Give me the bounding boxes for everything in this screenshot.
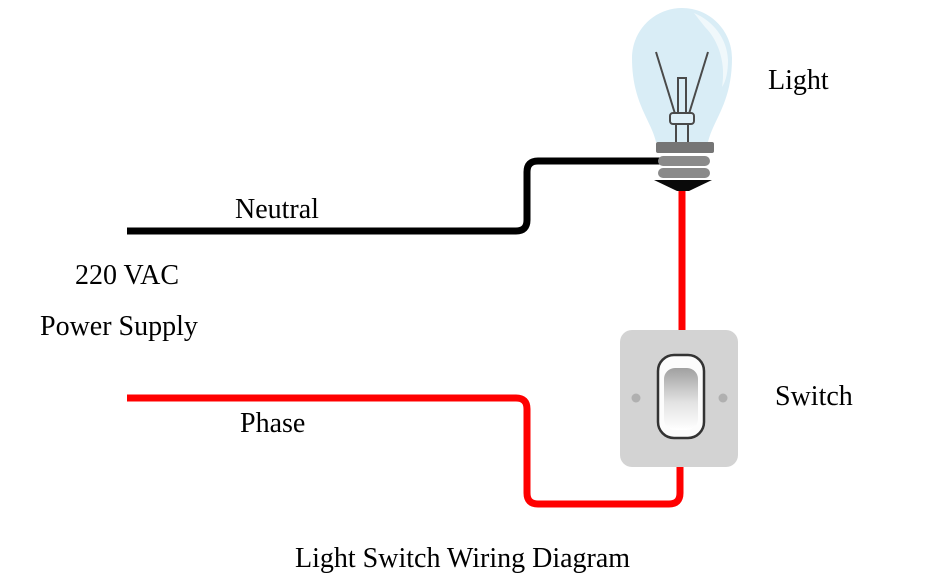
switch-screw-left-icon (631, 393, 641, 403)
switch-screw-right-icon (718, 393, 728, 403)
diagram-title: Light Switch Wiring Diagram (295, 543, 631, 574)
switch-rocker-face (664, 368, 698, 430)
bulb-base (654, 142, 714, 191)
neutral-wire-label: Neutral (235, 194, 319, 225)
phase-wire (127, 394, 684, 508)
power-supply-label: Power Supply (40, 311, 198, 342)
switch-label: Switch (775, 381, 853, 412)
bulb-globe (632, 8, 732, 142)
bulb-filament (655, 51, 709, 142)
neutral-wire (127, 157, 660, 235)
bulb-tip (654, 180, 712, 191)
light-label: Light (768, 65, 829, 96)
bulb-glass-highlight-icon (694, 13, 728, 87)
light-bulb (632, 8, 732, 191)
power-supply-voltage-label: 220 VAC (75, 260, 180, 291)
phase-wire-label: Phase (240, 408, 306, 439)
light-switch (620, 330, 738, 467)
